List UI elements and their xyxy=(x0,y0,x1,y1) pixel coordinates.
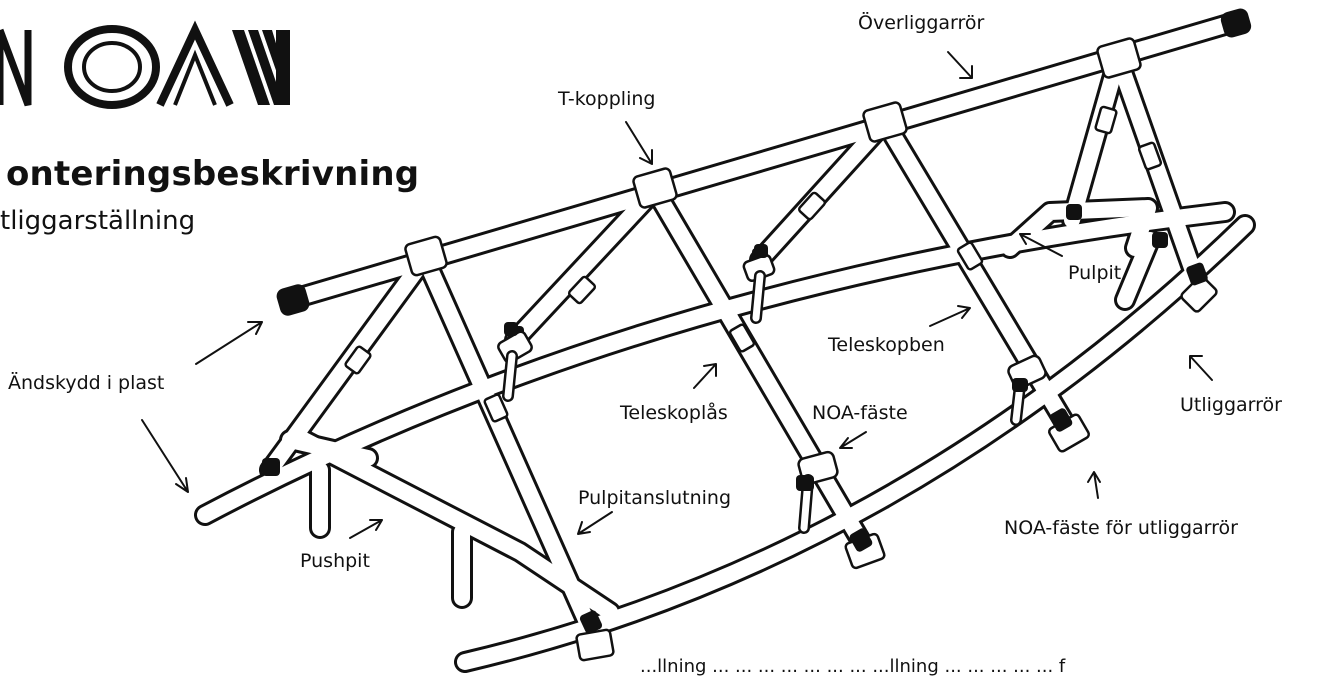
t-coupling-4 xyxy=(1096,37,1142,79)
label-noa-faste-utliggarror: NOA-fäste för utliggarrör xyxy=(1004,517,1238,539)
label-utliggarror: Utliggarrör xyxy=(1180,394,1282,416)
label-andskydd: Ändskydd i plast xyxy=(8,372,165,394)
end-cap-right xyxy=(1220,8,1252,38)
label-t-koppling: T-koppling xyxy=(558,88,656,110)
page-title: onteringsbeskrivning xyxy=(6,154,420,194)
label-pulpit: Pulpit xyxy=(1068,262,1122,284)
t-coupling-2 xyxy=(632,167,678,209)
label-pulpitanslutning: Pulpitanslutning xyxy=(578,487,732,509)
label-teleskoplas: Teleskoplås xyxy=(620,402,728,424)
noa-logo xyxy=(0,20,290,109)
t-coupling-3 xyxy=(862,101,908,143)
t-coupling-1 xyxy=(404,235,448,277)
callout-arrows xyxy=(141,51,1213,539)
label-pushpit: Pushpit xyxy=(300,550,370,572)
label-teleskopben: Teleskopben xyxy=(828,334,945,356)
end-cap-left xyxy=(276,284,310,316)
footer-text: ...llning ... ... ... ... ... ... ... ..… xyxy=(640,656,1066,677)
label-overliggarror: Överliggarrör xyxy=(858,12,985,34)
boat-frame xyxy=(194,8,1256,673)
page-subtitle: tliggarställning xyxy=(0,206,196,236)
label-noa-faste: NOA-fäste xyxy=(812,402,908,424)
